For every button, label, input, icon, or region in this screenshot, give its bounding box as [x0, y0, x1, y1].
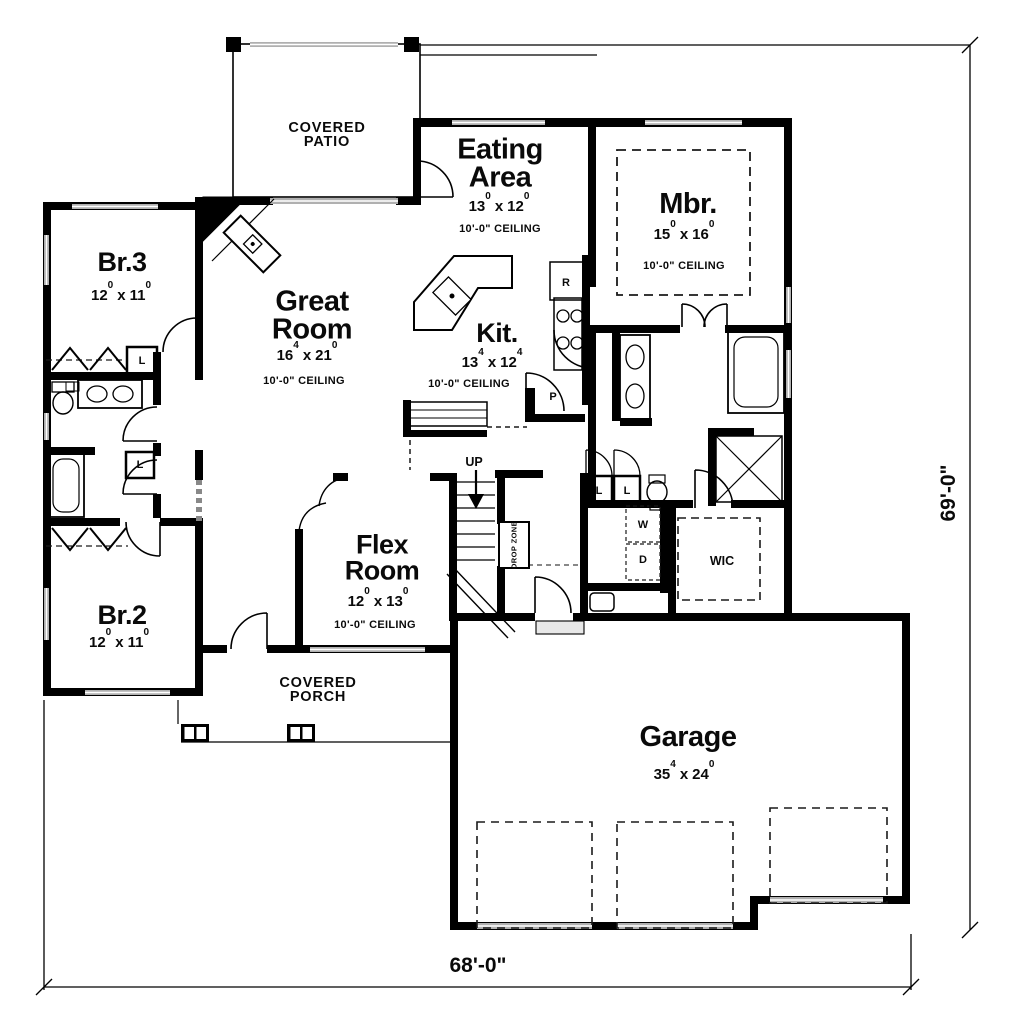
dimension-bottom: 68'-0"	[449, 954, 507, 978]
label-br3: Br.3	[97, 247, 147, 278]
bath1-door	[122, 406, 158, 442]
mud-bench	[589, 592, 615, 612]
front-door	[230, 612, 268, 650]
label-linen-2: L	[136, 458, 144, 471]
linen1-door	[585, 449, 613, 477]
fixtures	[47, 196, 785, 743]
label-drop-zone: DROP ZONE	[509, 520, 519, 570]
label-wic: WIC	[709, 554, 735, 569]
br3-door	[162, 317, 198, 353]
label-garage: Garage	[639, 721, 737, 754]
flex-cased-opening	[298, 476, 349, 532]
dimension-lines	[35, 36, 979, 996]
mbr-tray-ceiling	[616, 149, 751, 296]
walls	[43, 118, 910, 930]
br3-closet-bifold	[51, 346, 127, 371]
label-kitchen: Kit.	[476, 318, 518, 349]
porch-edge	[177, 700, 455, 743]
label-up: UP	[465, 455, 483, 470]
kitchen-sink-icon	[431, 275, 473, 317]
up-arrow	[468, 470, 484, 509]
doors	[122, 160, 734, 650]
bifold-doors	[51, 346, 127, 552]
covered-patio-outline	[226, 37, 421, 198]
dryer-box	[625, 543, 661, 581]
label-washer: W	[637, 518, 649, 531]
windows	[44, 120, 883, 929]
garage-entry-door	[534, 576, 572, 614]
kitchen-counter	[413, 255, 513, 331]
mbath-double-door-left	[681, 303, 706, 328]
mbath-double-door-right	[703, 303, 728, 328]
bath2-door	[122, 459, 158, 495]
bath2-tub-icon	[47, 452, 85, 518]
br2-closet-bifold	[51, 527, 127, 552]
stairs	[446, 470, 530, 639]
shower-icon	[715, 435, 783, 503]
patio-door	[416, 160, 454, 198]
ceiling-kitchen: 10'-0" CEILING	[428, 377, 510, 390]
label-linen-4: L	[623, 484, 631, 497]
label-mbr: Mbr.	[659, 188, 717, 221]
master-tub-icon	[727, 330, 785, 414]
master-vanity	[619, 334, 651, 420]
cooktop-icon	[553, 297, 584, 371]
wic-dashed	[677, 517, 761, 601]
dimension-right: 69'-0"	[937, 464, 961, 522]
fireplace	[202, 196, 282, 274]
drop-zone-box	[498, 521, 530, 569]
label-fridge: R	[562, 276, 570, 289]
ceiling-flex-room: 10'-0" CEILING	[334, 618, 416, 631]
label-linen-3: L	[595, 484, 603, 497]
ceiling-mbr: 10'-0" CEILING	[643, 259, 725, 272]
dashed-lines	[46, 149, 888, 929]
garage-step	[535, 620, 585, 635]
pantry-door	[525, 372, 565, 412]
washer-box	[625, 505, 661, 543]
label-dryer: D	[639, 553, 647, 566]
br2-door	[125, 521, 161, 557]
powder-toilet-icon	[646, 474, 668, 511]
ceiling-great-room: 10'-0" CEILING	[263, 374, 345, 387]
linen2-door	[613, 449, 641, 477]
garage-bay-1	[476, 821, 593, 929]
bath1-toilet-icon	[51, 381, 75, 415]
garage-bay-2	[616, 821, 734, 929]
garage-bay-3	[769, 807, 888, 904]
bath1-vanity	[65, 379, 143, 409]
label-linen-1: L	[138, 354, 146, 367]
linen-closets	[124, 345, 642, 506]
kitchen-cabinet-south	[409, 401, 488, 427]
label-br2: Br.2	[97, 600, 147, 631]
refrigerator-icon	[549, 261, 585, 301]
ceiling-eating-area: 10'-0" CEILING	[459, 222, 541, 235]
label-pantry: P	[549, 390, 557, 403]
porch-posts	[181, 724, 315, 742]
